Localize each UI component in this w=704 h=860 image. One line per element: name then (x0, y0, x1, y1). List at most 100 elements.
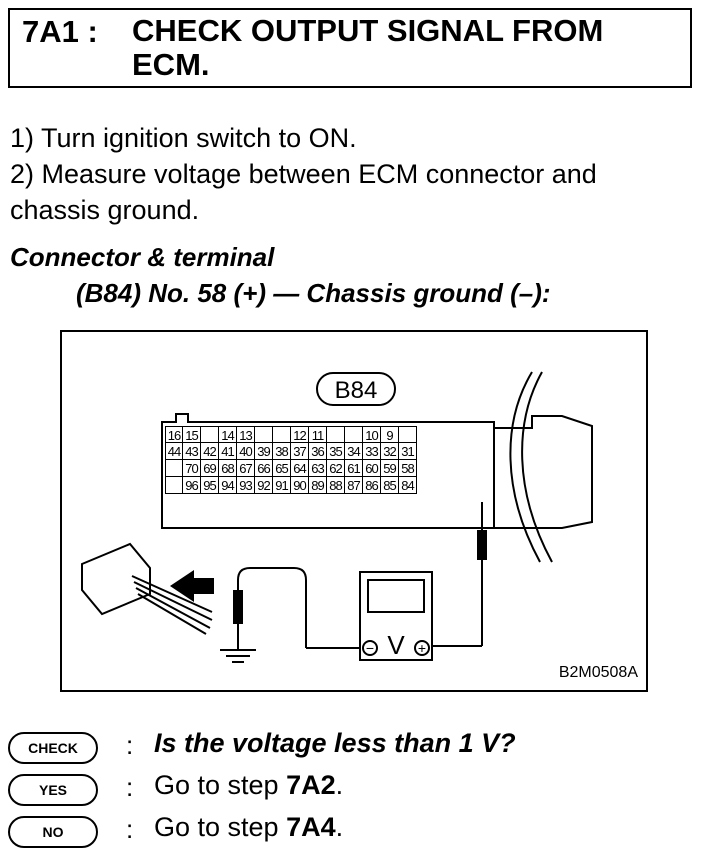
colon: : (126, 772, 134, 802)
connector-pin: 35 (327, 443, 345, 460)
connector-pin (255, 426, 273, 443)
connector-pin: 69 (201, 460, 219, 477)
yes-row: YES : Go to step 7A2. (8, 770, 698, 810)
connector-pin: 15 (183, 426, 201, 443)
instruction-2-cont: chassis ground. (10, 195, 200, 225)
connector-pin (399, 426, 417, 443)
connector-pin (327, 426, 345, 443)
connector-pin: 34 (345, 443, 363, 460)
yes-suffix: . (335, 770, 344, 800)
connector-pin: 37 (291, 443, 309, 460)
connector-pin: 39 (255, 443, 273, 460)
connector-pin: 10 (363, 426, 381, 443)
connector-pin: 36 (309, 443, 327, 460)
step-title-line1: CHECK OUTPUT SIGNAL FROM (132, 13, 604, 48)
connector-pin: 89 (309, 477, 327, 494)
connector-pin: 66 (255, 460, 273, 477)
colon: : (126, 814, 134, 844)
plus-symbol: + (418, 640, 426, 656)
connector-pin: 68 (219, 460, 237, 477)
yes-prefix: Go to step (154, 770, 287, 800)
meter-symbol: V (387, 630, 405, 660)
connector-pin: 41 (219, 443, 237, 460)
connector-pin: 32 (381, 443, 399, 460)
connector-pin: 16 (165, 426, 183, 443)
connector-pin: 12 (291, 426, 309, 443)
connector-pin: 94 (219, 477, 237, 494)
connector-pin: 42 (201, 443, 219, 460)
connector-pin: 13 (237, 426, 255, 443)
connector-pin: 31 (399, 443, 417, 460)
connector-pin (201, 426, 219, 443)
connector-pin: 67 (237, 460, 255, 477)
no-row: NO : Go to step 7A4. (8, 812, 698, 852)
no-suffix: . (335, 812, 344, 842)
connector-pin: 44 (165, 443, 183, 460)
mating-plug (81, 542, 151, 616)
figure-code: B2M0508A (558, 664, 638, 681)
connector-pin: 85 (381, 477, 399, 494)
yes-step-link[interactable]: 7A2 (286, 770, 336, 800)
terminal-minus (362, 640, 378, 656)
probe-positive (477, 530, 487, 560)
wiring-diagram: V − + (81, 371, 593, 663)
yes-badge: YES (8, 774, 98, 806)
insert-arrow (170, 570, 214, 602)
harness-curve-1 (509, 371, 541, 563)
connector-pin: 59 (381, 460, 399, 477)
connector-pin: 33 (363, 443, 381, 460)
connector-pin: 9 (381, 426, 399, 443)
terminal-plus (414, 640, 430, 656)
step-header: 7A1 : CHECK OUTPUT SIGNAL FROM ECM. (8, 8, 692, 88)
connector-pin: 38 (273, 443, 291, 460)
connector-pin (165, 477, 183, 494)
check-question: Is the voltage less than 1 V? (154, 728, 516, 758)
no-answer: Go to step 7A4. (154, 812, 343, 843)
harness-curve-2 (521, 371, 553, 563)
step-title-line2: ECM. (132, 47, 210, 82)
connector-pin: 90 (291, 477, 309, 494)
yes-answer: Go to step 7A2. (154, 770, 343, 801)
connector-pin (165, 460, 183, 477)
ground-symbol (220, 649, 256, 663)
step-title: CHECK OUTPUT SIGNAL FROM ECM. (132, 14, 672, 82)
check-badge: CHECK (8, 732, 98, 764)
connector-pin: 91 (273, 477, 291, 494)
connector-pin: 64 (291, 460, 309, 477)
connector-pin: 70 (183, 460, 201, 477)
connector-body (161, 413, 495, 529)
connector-label: B84 (316, 372, 396, 406)
connector-pin: 14 (219, 426, 237, 443)
check-row: CHECK : Is the voltage less than 1 V? (8, 728, 698, 768)
connector-pin: 86 (363, 477, 381, 494)
connector-pin: 84 (399, 477, 417, 494)
connector-pin: 60 (363, 460, 381, 477)
probe-negative (233, 590, 243, 624)
connector-pin: 63 (309, 460, 327, 477)
voltmeter (359, 571, 433, 661)
step-id: 7A1 : (22, 14, 98, 49)
connector-detail: (B84) No. 58 (+) — Chassis ground (–): (76, 278, 551, 308)
connector-pin: 58 (399, 460, 417, 477)
connector-pin (345, 426, 363, 443)
connector-pin: 62 (327, 460, 345, 477)
lead-negative (237, 567, 307, 648)
colon: : (126, 730, 134, 760)
instructions: 1) Turn ignition switch to ON. 2) Measur… (10, 120, 700, 228)
connector-pin: 96 (183, 477, 201, 494)
connector-pin: 40 (237, 443, 255, 460)
connector-pin (273, 426, 291, 443)
no-badge: NO (8, 816, 98, 848)
minus-symbol: − (366, 640, 374, 656)
instruction-2: 2) Measure voltage between ECM connector… (10, 159, 597, 189)
no-step-link[interactable]: 7A4 (286, 812, 336, 842)
connector-pin: 43 (183, 443, 201, 460)
connector-pin: 11 (309, 426, 327, 443)
connector-pin: 65 (273, 460, 291, 477)
instruction-1: 1) Turn ignition switch to ON. (10, 123, 357, 153)
plug-wires (131, 575, 213, 635)
